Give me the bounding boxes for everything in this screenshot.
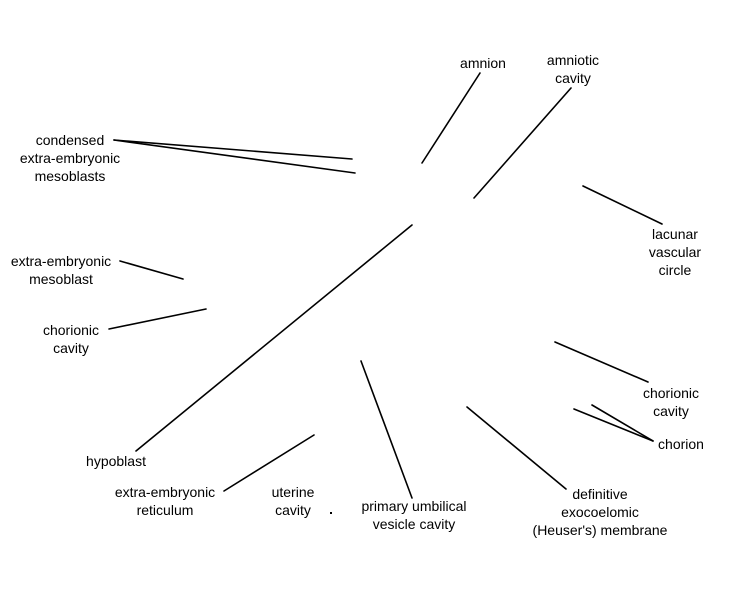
leader-primary-umbilical-vesicle-cavity bbox=[360, 360, 413, 499]
leader-amnion bbox=[421, 72, 481, 164]
label-extra-embryonic-mesoblast: extra-embryonic mesoblast bbox=[10, 253, 112, 287]
leader-lacunar-vascular-circle bbox=[582, 185, 663, 225]
label-chorionic-cavity-right: chorionic cavity bbox=[642, 385, 700, 419]
label-primary-umbilical-vesicle-cavity: primary umbilical vesicle cavity bbox=[361, 498, 467, 532]
leader-chorion-1 bbox=[591, 404, 654, 442]
label-hypoblast: hypoblast bbox=[86, 453, 146, 469]
label-extra-embryonic-reticulum: extra-embryonic reticulum bbox=[114, 484, 216, 518]
small-mark bbox=[330, 512, 332, 514]
leader-chorion-2 bbox=[573, 408, 654, 442]
label-lacunar-vascular-circle: lacunar vascular circle bbox=[648, 226, 702, 278]
label-amnion: amnion bbox=[460, 55, 506, 71]
leader-amniotic-cavity bbox=[473, 87, 572, 199]
label-uterine-cavity: uterine cavity bbox=[271, 484, 315, 518]
leader-chorionic-cavity-left bbox=[108, 308, 207, 330]
label-chorionic-cavity-left: chorionic cavity bbox=[42, 322, 100, 356]
leader-extra-embryonic-mesoblast bbox=[119, 260, 184, 280]
leader-definitive-exocoelomic-membrane bbox=[466, 406, 567, 490]
leader-condensed-mesoblasts-2 bbox=[113, 139, 356, 174]
label-amniotic-cavity: amniotic cavity bbox=[546, 52, 600, 86]
leader-hypoblast bbox=[135, 224, 413, 452]
leader-condensed-mesoblasts-1 bbox=[113, 139, 353, 160]
label-chorion: chorion bbox=[658, 436, 704, 452]
leader-chorionic-cavity-right bbox=[554, 341, 649, 383]
label-definitive-exocoelomic-membrane: definitive exocoelomic (Heuser's) membra… bbox=[532, 486, 668, 538]
leader-extra-embryonic-reticulum bbox=[223, 434, 315, 492]
label-condensed-mesoblasts: condensed extra-embryonic mesoblasts bbox=[19, 132, 121, 184]
